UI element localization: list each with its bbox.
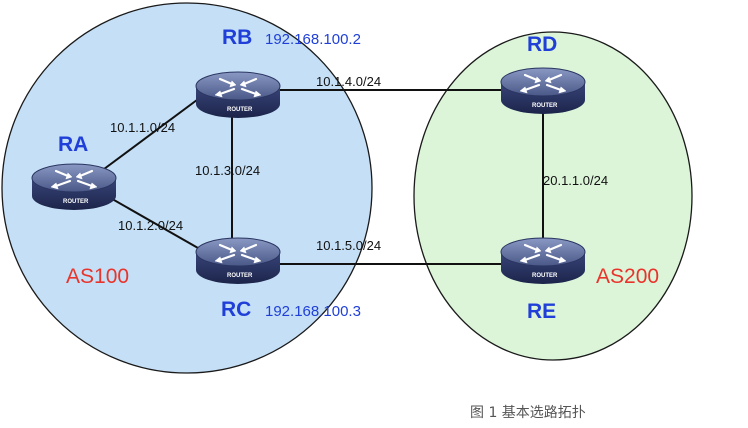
figure-caption: 图 1 基本选路拓扑 <box>470 404 586 421</box>
router-rc: ROUTER <box>194 236 282 286</box>
link-ra-rc <box>99 191 206 253</box>
router-rb-ip: 192.168.100.2 <box>265 31 361 48</box>
router-rb-name: RB <box>222 26 252 49</box>
subnet-label-ra-rb: 10.1.1.0/24 <box>110 120 175 135</box>
router-ra-badge: ROUTER <box>63 199 89 205</box>
subnet-label-rb-rd: 10.1.4.0/24 <box>316 74 381 89</box>
subnet-label-rc-re: 10.1.5.0/24 <box>316 238 381 253</box>
router-ra-name: RA <box>58 133 88 156</box>
link-ra-rb <box>99 93 206 173</box>
as200-region <box>413 31 693 361</box>
router-ra: ROUTER <box>30 162 118 212</box>
router-rd-name: RD <box>527 33 557 56</box>
router-re-name: RE <box>527 300 556 323</box>
router-rc-ip: 192.168.100.3 <box>265 303 361 320</box>
router-rc-badge: ROUTER <box>227 273 253 279</box>
as200-label: AS200 <box>596 265 659 288</box>
router-re-badge: ROUTER <box>532 273 558 279</box>
subnet-label-rd-re: 20.1.1.0/24 <box>543 173 608 188</box>
router-rb-badge: ROUTER <box>227 107 253 113</box>
router-re: ROUTER <box>499 236 587 286</box>
router-rc-name: RC <box>221 298 251 321</box>
router-rd-badge: ROUTER <box>532 103 558 109</box>
router-rd: ROUTER <box>499 66 587 116</box>
subnet-label-ra-rc: 10.1.2.0/24 <box>118 218 183 233</box>
subnet-label-rb-rc: 10.1.3.0/24 <box>195 163 260 178</box>
router-rb: ROUTER <box>194 70 282 120</box>
as100-label: AS100 <box>66 265 129 288</box>
